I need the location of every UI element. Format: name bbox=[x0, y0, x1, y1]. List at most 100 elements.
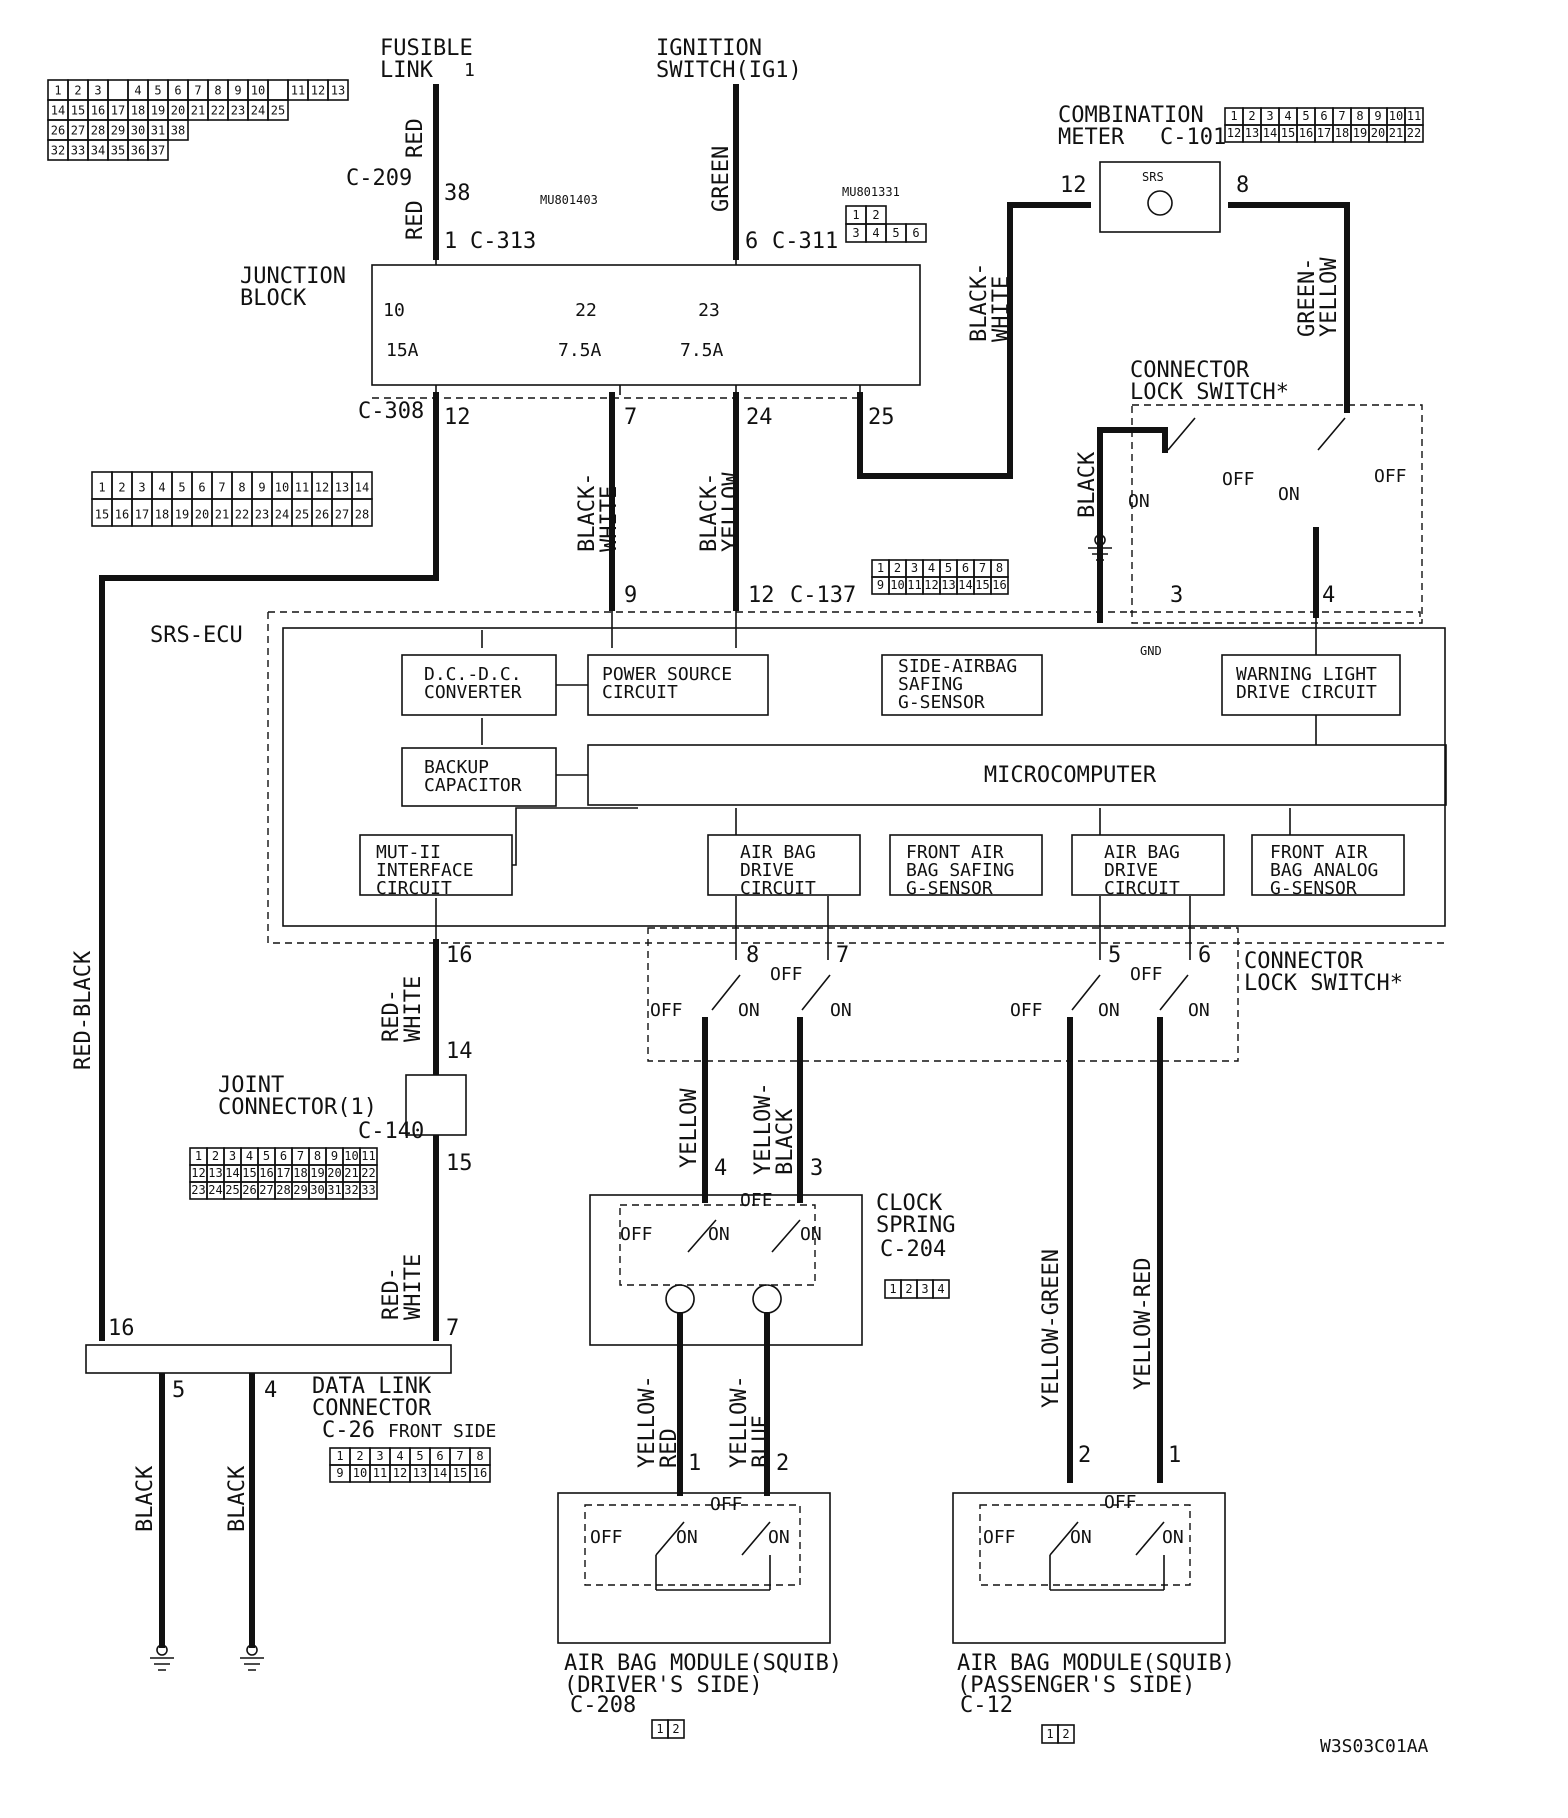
airbag-drive-circuit-2-label-line-2: DRIVE bbox=[1104, 860, 1158, 881]
switch-contacts bbox=[655, 190, 1346, 1591]
c209-grid-pin-8: 8 bbox=[214, 83, 221, 97]
wire-black-dlc-5: BLACK bbox=[133, 1465, 158, 1532]
c209-grid-pin-35: 35 bbox=[111, 143, 125, 157]
wire-green: GREEN bbox=[709, 146, 734, 212]
off-label-e: OFF bbox=[1010, 1000, 1043, 1021]
wire-red-black: RED-BLACK bbox=[71, 950, 96, 1070]
c26-grid-pin-11: 11 bbox=[373, 1466, 387, 1480]
c308-grid-pin-6: 6 bbox=[198, 480, 205, 494]
c137-grid-pin-10: 10 bbox=[890, 578, 904, 592]
c209-grid-cell bbox=[327, 79, 349, 101]
c137-grid-pin-15: 15 bbox=[975, 578, 989, 592]
c308-grid-pin-26: 26 bbox=[315, 507, 329, 521]
warning-light-circuit-label-line-1: WARNING LIGHT bbox=[1236, 664, 1377, 685]
off-label-c: OFF bbox=[650, 1000, 683, 1021]
c308-grid-pin-3: 3 bbox=[138, 480, 145, 494]
pin-3-clock: 3 bbox=[810, 1156, 823, 1181]
mu801331-grid-cell bbox=[905, 223, 927, 243]
c137-label: C-137 bbox=[790, 583, 856, 608]
pin-8-ecu: 8 bbox=[746, 943, 759, 968]
c26-grid-pin-4: 4 bbox=[396, 1449, 403, 1463]
lock-switch-mid-label-line-1: CONNECTOR bbox=[1244, 949, 1364, 974]
airbag-drive-circuit-2-label-line-1: AIR BAG bbox=[1104, 842, 1180, 863]
pin-9-ecu: 9 bbox=[624, 583, 637, 608]
clock-spring-label-line-1: CLOCK bbox=[876, 1191, 943, 1216]
c209-grid-cell bbox=[167, 119, 189, 141]
wire-yellow-red-driver-line-2: RED bbox=[657, 1428, 682, 1468]
c12-grid-cell bbox=[1057, 1724, 1075, 1744]
c204-grid-pin-4: 4 bbox=[937, 1282, 944, 1296]
ecu-box bbox=[282, 627, 1446, 927]
c26-grid-pin-3: 3 bbox=[376, 1449, 383, 1463]
off-label-a: OFF bbox=[1222, 469, 1255, 490]
micro-box bbox=[587, 744, 1447, 806]
c26-grid-pin-8: 8 bbox=[476, 1449, 483, 1463]
pin-16-ecu: 16 bbox=[446, 943, 473, 968]
c209-grid-pin-32: 32 bbox=[51, 143, 65, 157]
c137-grid-pin-8: 8 bbox=[996, 561, 1003, 575]
c209-grid-pin-36: 36 bbox=[131, 143, 145, 157]
c140-grid-pin-30: 30 bbox=[310, 1183, 324, 1197]
c209-grid-pin-28: 28 bbox=[91, 123, 105, 137]
warning-light-circuit-label-line-2: DRIVE CIRCUIT bbox=[1236, 682, 1377, 703]
wire-yellow-blue-line-2: BLUE bbox=[749, 1415, 774, 1468]
c101-grid-pin-21: 21 bbox=[1389, 126, 1403, 140]
passenger-module-label-line-2: (PASSENGER'S SIDE) bbox=[957, 1673, 1195, 1698]
srs-ecu-label: SRS-ECU bbox=[150, 623, 243, 648]
on-label-h: ON bbox=[800, 1224, 822, 1245]
c308-grid-pin-22: 22 bbox=[235, 507, 249, 521]
power-source-circuit-label-line-1: POWER SOURCE bbox=[602, 664, 732, 685]
c140-grid-pin-33: 33 bbox=[361, 1183, 375, 1197]
wire-yellow: YELLOW bbox=[677, 1088, 702, 1168]
pin-14-joint: 14 bbox=[446, 1039, 473, 1064]
wires bbox=[99, 84, 1350, 1648]
power-source-circuit-label-line-2: CIRCUIT bbox=[602, 682, 678, 703]
c137-grid-pin-6: 6 bbox=[962, 561, 969, 575]
c140-grid-pin-24: 24 bbox=[208, 1183, 222, 1197]
c26-grid-cell bbox=[469, 1464, 491, 1483]
off-label-d: OFF bbox=[770, 964, 803, 985]
c209-grid-pin-1: 1 bbox=[54, 83, 61, 97]
fuse-23-number: 23 bbox=[698, 300, 720, 321]
c140-grid-pin-10: 10 bbox=[344, 1149, 358, 1163]
c101-grid-pin-10: 10 bbox=[1389, 109, 1403, 123]
c209-grid-pin-18: 18 bbox=[131, 103, 145, 117]
c26-label: C-26 bbox=[322, 1418, 375, 1443]
c140-grid-pin-9: 9 bbox=[331, 1149, 338, 1163]
dcdc-converter-label-line-1: D.C.-D.C. bbox=[424, 664, 522, 685]
c209-grid-pin-3: 3 bbox=[94, 83, 101, 97]
lock-switch-top-label-line-1: CONNECTOR bbox=[1130, 358, 1250, 383]
c308-grid-pin-1: 1 bbox=[98, 480, 105, 494]
side-airbag-sensor-label-line-3: G-SENSOR bbox=[898, 692, 985, 713]
c137-grid-pin-14: 14 bbox=[958, 578, 972, 592]
c101-grid-pin-4: 4 bbox=[1284, 109, 1291, 123]
on-label-k: ON bbox=[1070, 1527, 1092, 1548]
c140-grid-pin-26: 26 bbox=[242, 1183, 256, 1197]
drive2-box bbox=[1071, 834, 1225, 896]
power-box bbox=[587, 654, 769, 716]
combination-meter-label-line-2: METER bbox=[1058, 125, 1125, 150]
c140-grid-pin-19: 19 bbox=[310, 1166, 324, 1180]
airbag-drive-circuit-1-label-line-1: AIR BAG bbox=[740, 842, 816, 863]
fusible-link-number: 1 bbox=[464, 60, 475, 81]
mu801331-label: MU801331 bbox=[842, 185, 900, 199]
on-label-i: ON bbox=[676, 1527, 698, 1548]
c209-grid-cell bbox=[147, 139, 169, 161]
mu801403-label: MU801403 bbox=[540, 193, 598, 207]
mut-interface-label-line-1: MUT-II bbox=[376, 842, 441, 863]
mut-interface-label-line-2: INTERFACE bbox=[376, 860, 474, 881]
c26-grid-pin-6: 6 bbox=[436, 1449, 443, 1463]
c101-grid-cell bbox=[1404, 124, 1424, 143]
c308-grid-pin-13: 13 bbox=[335, 480, 349, 494]
wire-black-dlc-4: BLACK bbox=[225, 1465, 250, 1532]
driver-module-label-line-1: AIR BAG MODULE(SQUIB) bbox=[564, 1651, 842, 1676]
driver-module-label-line-2: (DRIVER'S SIDE) bbox=[564, 1673, 763, 1698]
c209-grid-pin-33: 33 bbox=[71, 143, 85, 157]
c209-grid-pin-26: 26 bbox=[51, 123, 65, 137]
c137-grid-cell bbox=[990, 576, 1009, 595]
pin-5-dlc: 5 bbox=[172, 1378, 185, 1403]
c209-grid-pin-10: 10 bbox=[251, 83, 265, 97]
c208-grid-cell bbox=[667, 1719, 685, 1739]
wire-red-white-a-line-2: WHITE bbox=[401, 976, 426, 1042]
on-label-c: ON bbox=[738, 1000, 760, 1021]
